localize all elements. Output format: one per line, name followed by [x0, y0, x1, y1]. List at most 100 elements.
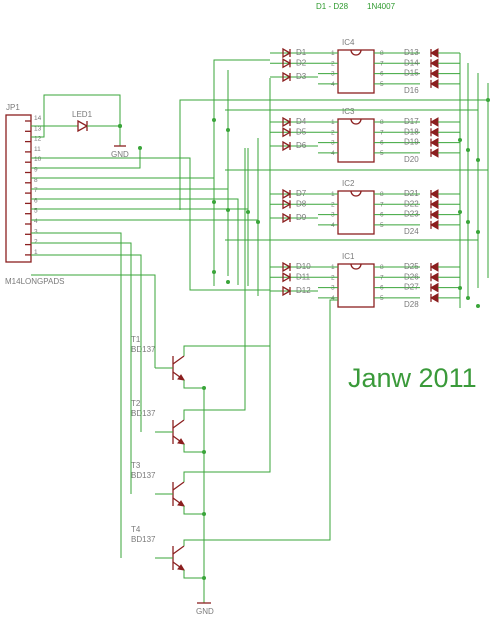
diode-label: D9 — [296, 213, 307, 222]
diode-label: D13 — [404, 48, 419, 57]
junction-dot — [458, 210, 462, 214]
connector-part: M14LONGPADS — [5, 277, 64, 286]
junction-dot — [212, 118, 216, 122]
led-name: LED1 — [72, 110, 93, 119]
diode-symbol — [282, 272, 292, 283]
transistor-collector — [172, 481, 185, 491]
signature-text: Janw 2011 — [348, 363, 477, 393]
connector-pin-number: 11 — [34, 146, 41, 153]
junction-dot — [486, 98, 490, 102]
junction-dot — [466, 148, 470, 152]
diode-label: D1 — [296, 48, 307, 57]
diode-label: D6 — [296, 141, 307, 150]
emitter-wire — [183, 380, 204, 389]
diode-label: D23 — [404, 210, 419, 219]
connector-name: JP1 — [6, 103, 20, 112]
wire — [183, 148, 246, 420]
ic-body — [337, 118, 375, 163]
ic-name: IC3 — [342, 107, 355, 116]
connector-pin-number: 12 — [34, 136, 42, 143]
diode-label: D19 — [404, 138, 419, 147]
connector-pin-number: 9 — [34, 167, 38, 174]
diode-symbol — [429, 282, 439, 293]
transistor-part: BD137 — [131, 471, 156, 480]
led-gnd-label: GND — [111, 150, 129, 159]
wire — [183, 228, 271, 482]
diode-symbol — [282, 71, 292, 83]
ground-label: GND — [196, 607, 214, 616]
diode-label: D25 — [404, 262, 419, 271]
diode-symbol — [282, 261, 292, 273]
led-anode-wire — [31, 94, 121, 138]
transistor-name: T1 — [131, 335, 141, 344]
diode-symbol — [429, 79, 439, 89]
emitter-wire — [183, 506, 204, 515]
diode-symbol — [282, 212, 292, 224]
wire — [31, 198, 239, 285]
wire — [31, 274, 156, 368]
diode-symbol — [429, 189, 439, 199]
ic-notch — [350, 118, 362, 125]
connector-pin-number: 6 — [34, 197, 38, 204]
ic-name: IC4 — [342, 38, 355, 47]
diode-label: D4 — [296, 117, 307, 126]
connector-pin-number: 13 — [34, 125, 42, 132]
junction-dot — [458, 138, 462, 142]
diode-label: D10 — [296, 262, 311, 271]
diode-symbol — [429, 220, 439, 230]
junction-dot — [212, 270, 216, 274]
junction-dot — [118, 124, 122, 128]
emitter-arrow — [177, 374, 185, 381]
diode-label: D16 — [404, 86, 419, 95]
diode-symbol — [282, 285, 292, 297]
diode-symbol — [282, 199, 292, 210]
junction-dot — [466, 296, 470, 300]
diode-symbol — [429, 137, 439, 148]
diode-label: D27 — [404, 283, 419, 292]
ic-name: IC1 — [342, 252, 355, 261]
led1: LED1 GND — [31, 94, 129, 159]
transistor-collector — [172, 419, 185, 429]
diode-label: D11 — [296, 272, 311, 281]
connector-pin-number: 4 — [34, 218, 38, 225]
connector-pin-number: 10 — [34, 156, 42, 163]
diode-symbol — [429, 293, 439, 303]
junction-dot — [138, 146, 142, 150]
junction-dot — [476, 158, 480, 162]
diode-label: D21 — [404, 189, 419, 198]
junction-dot — [466, 220, 470, 224]
diode-symbol — [429, 58, 439, 69]
diode-symbol — [429, 117, 439, 127]
diode-symbol — [282, 47, 292, 59]
junction-dot — [256, 220, 260, 224]
emitter-wire — [183, 444, 204, 453]
connector-pin-number: 14 — [34, 115, 42, 122]
diode-label: D17 — [404, 117, 419, 126]
diode-label: D26 — [404, 272, 419, 281]
diode-symbol — [282, 127, 292, 138]
diode-label: D20 — [404, 155, 419, 164]
diode-label: D15 — [404, 69, 419, 78]
junction-dot — [212, 200, 216, 204]
ic-notch — [350, 49, 362, 56]
emitter-wire — [183, 570, 204, 579]
emitter-arrow — [177, 438, 185, 445]
junction-dot — [458, 286, 462, 290]
diode-symbol — [429, 148, 439, 158]
diode-type-label: 1N4007 — [367, 2, 396, 11]
diode-label: D2 — [296, 58, 307, 67]
ic-notch — [350, 190, 362, 197]
diode-symbol — [429, 262, 439, 272]
diode-label: D14 — [404, 58, 419, 67]
diode-symbol — [282, 116, 292, 128]
ic-notch — [350, 263, 362, 270]
diode-symbol — [282, 140, 292, 152]
